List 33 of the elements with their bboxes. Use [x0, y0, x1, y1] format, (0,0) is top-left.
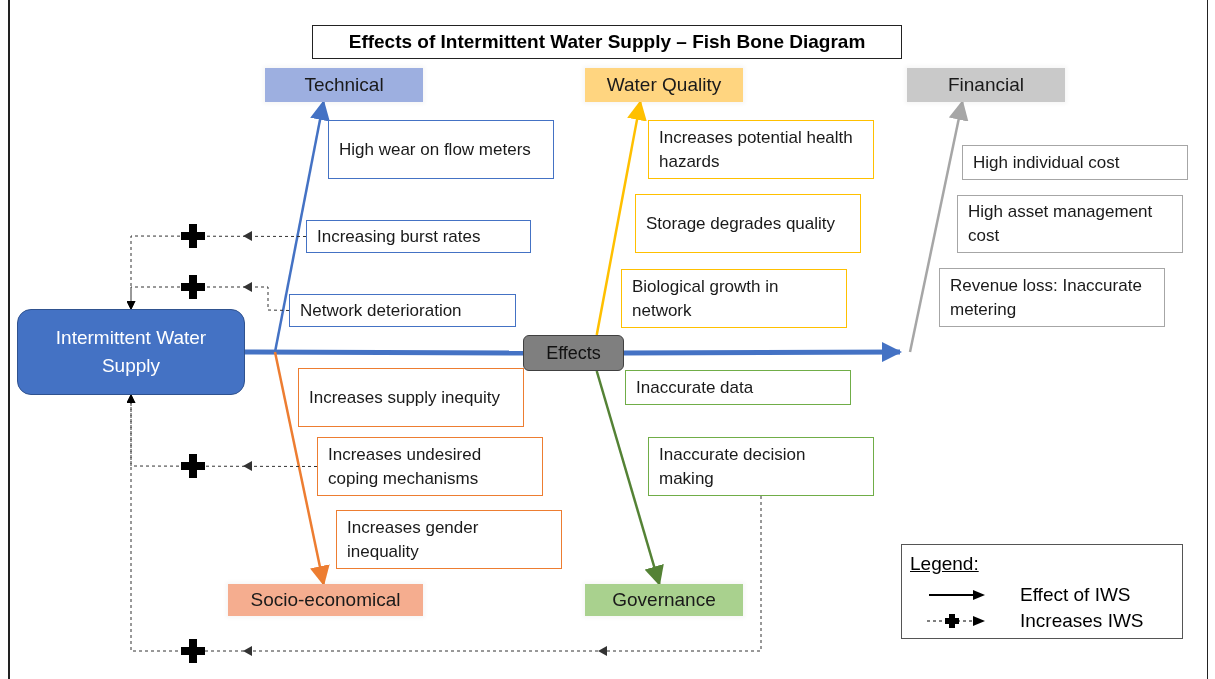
cause-box: Network deterioration [289, 294, 516, 327]
cause-box: High individual cost [962, 145, 1188, 180]
cause-box: Increases potential health hazards [648, 120, 874, 179]
cause-box: Inaccurate decision making [648, 437, 874, 496]
arrow [595, 370, 664, 586]
legend-heading: Legend: [910, 552, 979, 576]
cause-box: Inaccurate data [625, 370, 851, 405]
arrow [273, 100, 330, 353]
category-label: Water Quality [585, 68, 743, 102]
cause-box: High wear on flow meters [328, 120, 554, 179]
category-label: Financial [907, 68, 1065, 102]
cause-box: High asset management cost [957, 195, 1183, 253]
cause-box: Biological growth in network [621, 269, 847, 328]
cause-box: Increases undesired coping mechanisms [317, 437, 543, 496]
cause-box: Storage degrades quality [635, 194, 861, 253]
start-box: Intermittent Water Supply [17, 309, 245, 395]
cause-box: Increases gender inequality [336, 510, 562, 569]
legend-text: Increases IWS [1020, 609, 1144, 633]
cause-box: Increases supply inequity [298, 368, 524, 427]
category-label: Socio-economical [228, 584, 423, 616]
category-label: Governance [585, 584, 743, 616]
category-label: Technical [265, 68, 423, 102]
arrow [595, 100, 647, 336]
legend-text: Effect of IWS [1020, 583, 1131, 607]
arrow [908, 100, 969, 353]
cause-box: Increasing burst rates [306, 220, 531, 253]
title: Effects of Intermittent Water Supply – Fish Bone Diagram [312, 25, 902, 59]
dashed-arrow [126, 394, 762, 652]
arrow [273, 351, 330, 586]
dashed-arrow [126, 286, 290, 311]
effect-box: Effects [523, 335, 624, 371]
cause-box: Revenue loss: Inaccurate metering [939, 268, 1165, 327]
arrow [624, 342, 902, 363]
